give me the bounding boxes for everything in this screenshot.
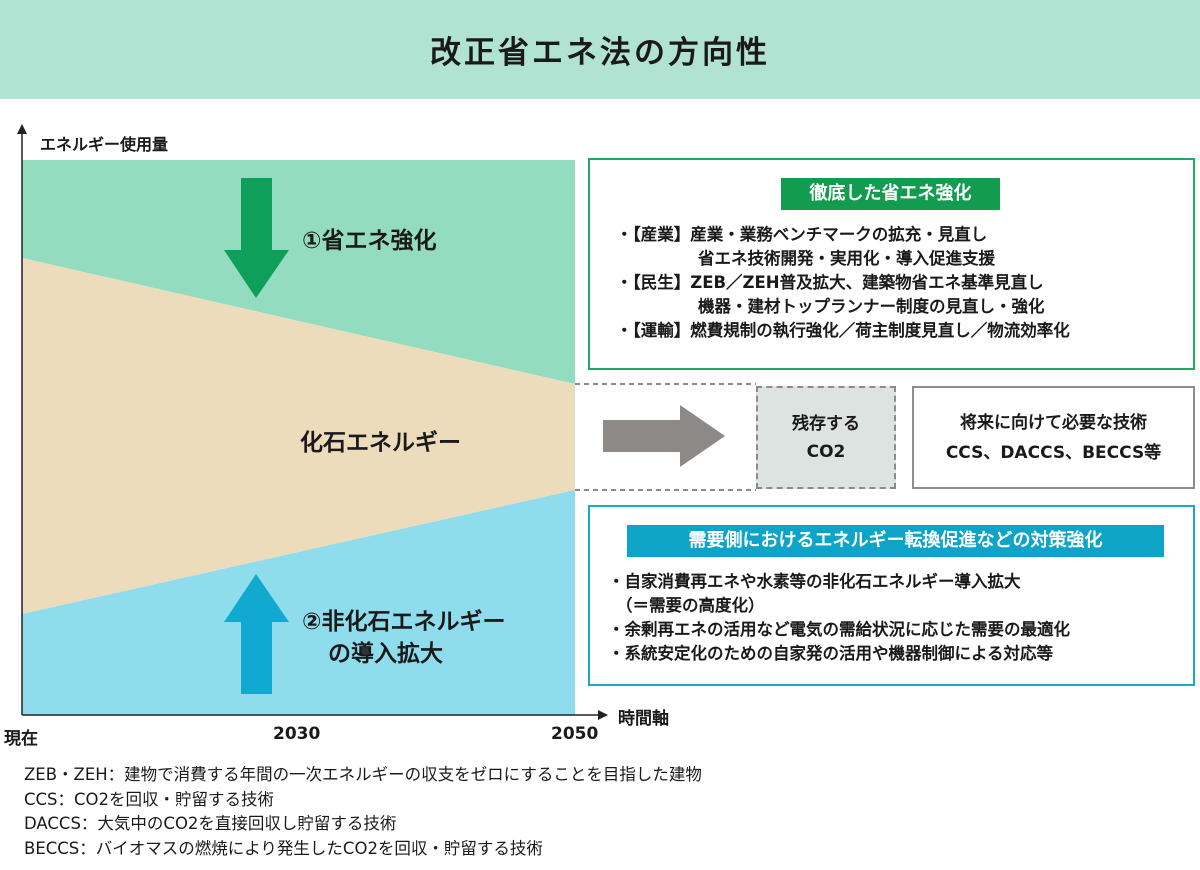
energy-saving-panel: 徹底した省エネ強化 ・【産業】産業・業務ベンチマークの拡充・見直し 省エネ技術開… bbox=[588, 158, 1195, 370]
bullet-industry: ・【産業】産業・業務ベンチマークの拡充・見直し bbox=[616, 225, 988, 244]
bullet-self-consumption-cont: （＝需要の高度化） bbox=[616, 596, 765, 615]
note-ccs: CCS：CO2を回収・貯留する技術 bbox=[24, 789, 275, 809]
future-tech-line1: 将来に向けて必要な技術 bbox=[960, 412, 1147, 433]
bullet-surplus-renewables: ・余剰再エネの活用など電気の需給状況に応じた需要の最適化 bbox=[608, 620, 1070, 639]
energy-saving-arrow-down bbox=[224, 178, 289, 298]
non-fossil-arrow-up bbox=[224, 574, 289, 694]
y-axis-label: エネルギー使用量 bbox=[40, 135, 169, 154]
tick-2030: 2030 bbox=[273, 724, 321, 744]
energy-saving-bullets: ・【産業】産業・業務ベンチマークの拡充・見直し 省エネ技術開発・実用化・導入促進… bbox=[616, 223, 1070, 343]
footnotes: ZEB・ZEH：建物で消費する年間の一次エネルギーの収支をゼロにすることを目指し… bbox=[24, 763, 702, 861]
tick-now: 現在 bbox=[4, 729, 38, 749]
note-daccs: DACCS：大気中のCO2を直接回収し貯留する技術 bbox=[24, 814, 397, 833]
note-zeb-zeh: ZEB・ZEH：建物で消費する年間の一次エネルギーの収支をゼロにすることを目指し… bbox=[24, 765, 702, 784]
demand-side-panel: 需要側におけるエネルギー転換促進などの対策強化 ・自家消費再エネや水素等の非化石… bbox=[588, 505, 1195, 686]
bullet-self-consumption: ・自家消費再エネや水素等の非化石エネルギー導入拡大 bbox=[608, 572, 1021, 591]
non-fossil-region bbox=[22, 490, 575, 715]
bullet-residential-cont: 機器・建材トップランナー制度の見直し・強化 bbox=[698, 297, 1045, 316]
residual-co2-box: 残存する CO2 bbox=[756, 386, 896, 489]
bullet-industry-cont: 省エネ技術開発・実用化・導入促進支援 bbox=[698, 249, 995, 268]
non-fossil-label-line1: ②非化石エネルギー bbox=[302, 609, 506, 635]
gray-right-arrow bbox=[603, 405, 725, 467]
non-fossil-label-line2: の導入拡大 bbox=[328, 641, 443, 667]
x-axis-label: 時間軸 bbox=[618, 709, 669, 729]
bullet-transport: ・【運輸】燃費規制の執行強化／荷主制度見直し／物流効率化 bbox=[616, 321, 1070, 340]
energy-saving-label: ①省エネ強化 bbox=[302, 228, 437, 254]
demand-side-heading: 需要側におけるエネルギー転換促進などの対策強化 bbox=[627, 525, 1164, 557]
title-bar: 改正省エネ法の方向性 bbox=[0, 0, 1200, 99]
fossil-energy-label: 化石エネルギー bbox=[300, 430, 461, 456]
tick-2050: 2050 bbox=[551, 724, 599, 744]
residual-co2-line1: 残存する bbox=[792, 413, 860, 434]
page-title: 改正省エネ法の方向性 bbox=[430, 35, 770, 71]
bullet-residential: ・【民生】ZEB／ZEH普及拡大、建築物省エネ基準見直し bbox=[616, 273, 1044, 292]
y-axis-arrowhead bbox=[17, 124, 27, 134]
x-axis-arrowhead bbox=[598, 710, 608, 720]
energy-saving-heading: 徹底した省エネ強化 bbox=[781, 178, 1000, 210]
energy-saving-region bbox=[22, 160, 575, 384]
fossil-energy-region bbox=[22, 258, 575, 614]
future-tech-line2: CCS、DACCS、BECCS等 bbox=[945, 442, 1162, 463]
demand-side-bullets: ・自家消費再エネや水素等の非化石エネルギー導入拡大 （＝需要の高度化） ・余剰再… bbox=[608, 570, 1070, 666]
bullet-grid-stabilization: ・系統安定化のための自家発の活用や機器制御による対応等 bbox=[608, 644, 1054, 663]
residual-co2-line2: CO2 bbox=[806, 441, 846, 462]
future-tech-box: 将来に向けて必要な技術 CCS、DACCS、BECCS等 bbox=[912, 386, 1195, 489]
note-beccs: BECCS：バイオマスの燃焼により発生したCO2を回収・貯留する技術 bbox=[24, 838, 543, 858]
